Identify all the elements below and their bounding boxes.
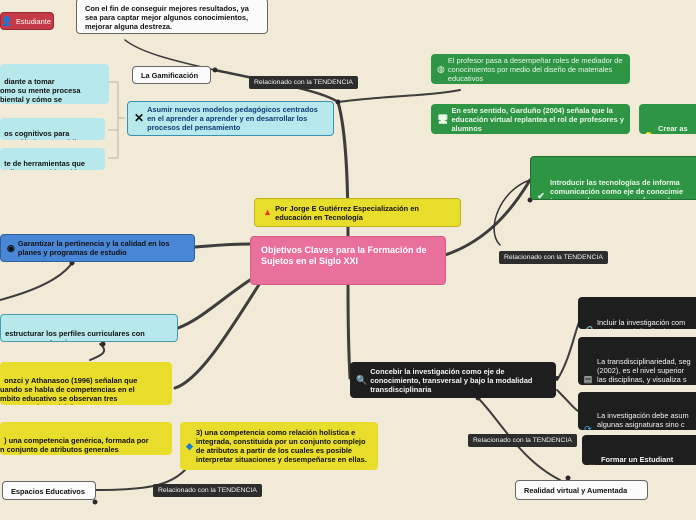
- form-students-node[interactable]: ⚒Formar un Estudiant práctica como resul…: [582, 435, 696, 465]
- conceive-research-node[interactable]: 🔍Concebir la investigación como eje de c…: [350, 362, 556, 398]
- check-icon: ✔: [537, 190, 545, 200]
- quality-node[interactable]: ◉Garantizar la pertinencia y la calidad …: [0, 234, 195, 262]
- research-node-1[interactable]: 🔗Incluir la investigación com mediante e…: [578, 297, 696, 329]
- cyan-node-1[interactable]: diante a tomar omo su mente procesa bien…: [0, 64, 109, 104]
- globe-icon: ◍: [437, 63, 445, 74]
- purpose-node[interactable]: Con el fin de conseguir mejores resultad…: [76, 0, 268, 34]
- cyan-node-3[interactable]: te de herramientas que rrollar un sentid…: [0, 148, 105, 170]
- student-tag[interactable]: 👤Estudiante: [0, 12, 54, 30]
- research-node-3[interactable]: ⟳La investigación debe asum algunas asig…: [578, 392, 696, 430]
- create-node[interactable]: 💡Crear as promueva abierta y: [639, 104, 696, 134]
- monitor-icon: 🖥: [437, 113, 449, 124]
- generic-competence-node[interactable]: ) una competencia genérica, formada por …: [0, 422, 172, 455]
- teacher-role-node[interactable]: ◍El profesor pasa a desempeñar roles de …: [431, 54, 630, 84]
- related-label-top: Relacionado con la TENDENCIA: [249, 76, 358, 89]
- introduce-tech-node[interactable]: ✔Introducir las tecnologías de informa c…: [530, 156, 696, 200]
- virtual-reality-node[interactable]: Realidad virtual y Aumentada: [515, 480, 648, 500]
- educational-spaces-node[interactable]: Espacios Educativos: [2, 481, 96, 500]
- lightbulb-icon: 💡: [643, 132, 655, 134]
- refresh-icon: ⟳: [584, 423, 592, 430]
- target-icon: ◉: [7, 242, 15, 253]
- document-icon: ▤: [583, 373, 593, 384]
- warning-triangle-icon: ▲: [263, 207, 272, 217]
- student-icon: 👤: [1, 15, 13, 26]
- holistic-competence-node[interactable]: ◆3) una competencia como relación holíst…: [180, 422, 378, 470]
- close-icon: ✕: [134, 111, 145, 125]
- restructure-node[interactable]: estructurar los perfiles curriculares co…: [0, 314, 178, 342]
- related-label-right: Relacionado con la TENDENCIA: [499, 251, 608, 264]
- cyan-node-2[interactable]: os cognitivos para s académicos y cotidi…: [0, 118, 105, 140]
- link-icon: 🔗: [582, 326, 594, 329]
- central-topic[interactable]: Objetivos Claves para la Formación de Su…: [250, 236, 446, 285]
- garduno-node[interactable]: 🖥En este sentido, Garduño (2004) señala …: [431, 104, 630, 134]
- pedagogic-models-node[interactable]: ✕Asumir nuevos modelos pedagógicos centr…: [127, 101, 334, 136]
- research-node-2[interactable]: ▤La transdisciplinariedad, seg (2002), e…: [578, 337, 696, 385]
- related-label-bottom-right: Relacionado con la TENDENCIA: [468, 434, 577, 447]
- gamification-node[interactable]: La Gamificación: [132, 66, 211, 84]
- author-node[interactable]: ▲Por Jorge E Gutiérrez Especialización e…: [254, 198, 461, 227]
- tools-icon: ⚒: [586, 463, 598, 465]
- magnifier-icon: 🔍: [356, 374, 368, 385]
- gonzci-node[interactable]: onzci y Athanasoo (1996) señalan que uan…: [0, 362, 172, 405]
- related-label-bottom-left: Relacionado con la TENDENCIA: [153, 484, 262, 497]
- diamond-icon: ◆: [186, 440, 193, 451]
